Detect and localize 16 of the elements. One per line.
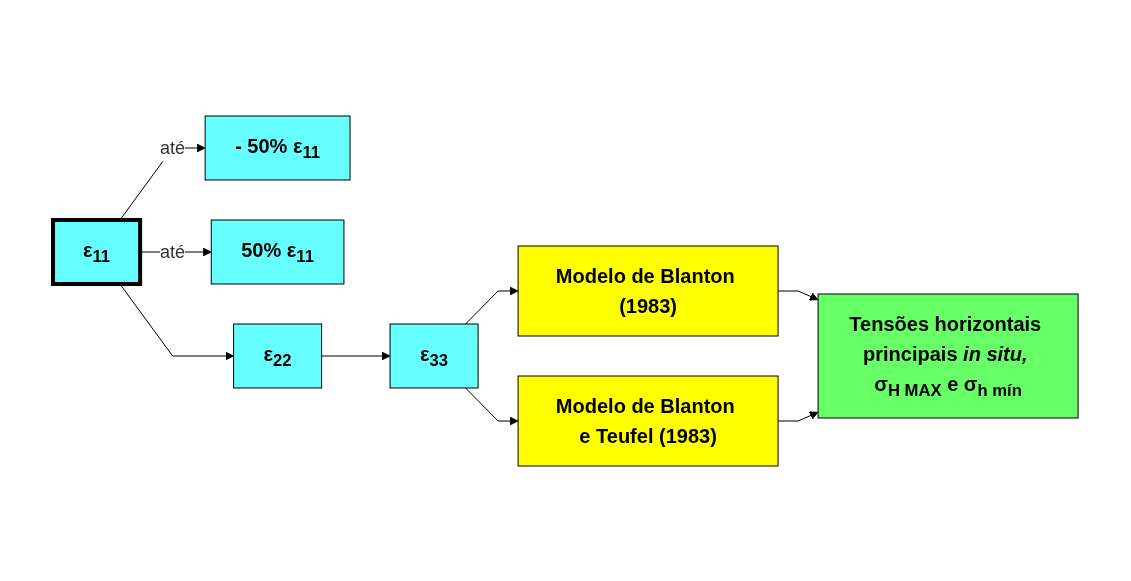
arrow [777, 410, 819, 421]
arrow [465, 286, 519, 324]
arrow [465, 387, 519, 425]
node-box: ε$_{33}$ [389, 323, 479, 388]
node-box: ε$_{11}$ [50, 217, 143, 286]
edge-label: até [160, 137, 186, 157]
node-box: Modelo de Blanton (1983) [517, 245, 779, 336]
edge-label: até [160, 241, 186, 261]
arrow [777, 290, 819, 301]
arrow [119, 283, 234, 360]
node-box: 50% ε$_{11}$ [210, 219, 345, 284]
arrow [321, 351, 391, 360]
node-box: Tensões horizontais principais in situ, σ$_{H MAX}$ e σ$_{h mín}$ [817, 293, 1079, 418]
node-box: - 50% ε$_{11}$ [204, 115, 351, 180]
node-box: Modelo de Blanton e Teufel (1983) [517, 375, 779, 466]
node-box: ε$_{22}$ [233, 323, 323, 388]
